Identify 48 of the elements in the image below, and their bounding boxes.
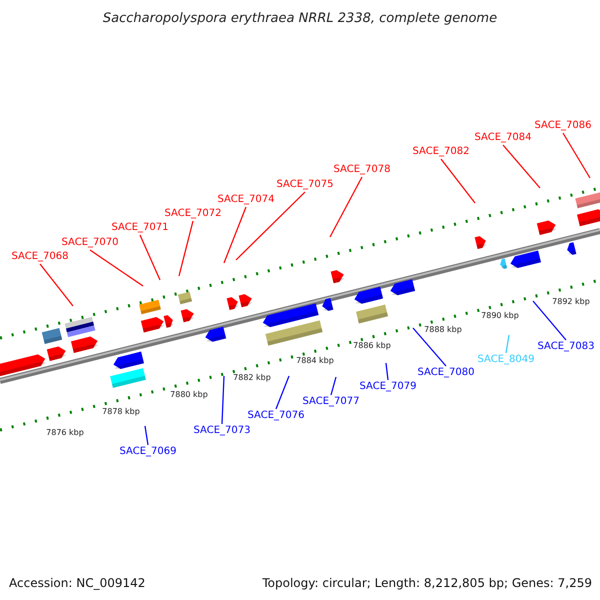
leader-line [139, 234, 161, 280]
leader-line [221, 376, 225, 424]
gene-label: SACE_7068 [12, 251, 68, 263]
gene-label: SACE_7078 [334, 164, 390, 176]
scale-label: 7888 kbp [424, 325, 462, 335]
scale-label: 7890 kbp [481, 311, 519, 321]
leader-line [40, 264, 74, 306]
gene-label: SACE_7073 [194, 425, 250, 437]
leader-line [505, 334, 510, 354]
scale-label: 7884 kbp [296, 356, 334, 366]
leader-line [329, 176, 363, 238]
leader-line [330, 376, 337, 396]
scale-label: 7892 kbp [552, 297, 590, 307]
leader-line [502, 144, 540, 188]
gene-label: SACE_7071 [112, 222, 168, 234]
scale-label: 7886 kbp [353, 341, 391, 351]
scale-label: 7876 kbp [46, 428, 84, 438]
title: Saccharopolyspora erythraea NRRL 2338, complete genome [102, 10, 498, 28]
genome-stats-text: Topology: circular; Length: 8,212,805 bp; Genes: 7,259 [262, 575, 592, 592]
gene-label: SACE_7076 [248, 410, 304, 422]
leader-line [236, 192, 306, 260]
leader-line [412, 328, 446, 366]
leader-line [440, 158, 476, 204]
leader-line [178, 220, 194, 276]
leader-line [532, 300, 566, 340]
gene-label: SACE_7070 [62, 237, 118, 249]
gene-label: SACE_7083 [538, 341, 594, 353]
leader-line [562, 132, 591, 178]
scale-label: 7880 kbp [170, 390, 208, 400]
gene-label: SACE_7086 [534, 120, 592, 132]
gene-label: SACE_7080 [418, 367, 474, 379]
gene-label: SACE_7084 [474, 132, 532, 144]
leader-line [144, 426, 149, 446]
gene-label: SACE_7074 [218, 194, 274, 206]
gene-label: SACE_8049 [478, 354, 534, 366]
gene-label: SACE_7077 [302, 396, 360, 408]
scale-label: 7878 kbp [102, 407, 140, 417]
gene-label: SACE_7079 [360, 381, 416, 393]
gene-label: SACE_7072 [164, 208, 222, 220]
leader-line [275, 376, 290, 410]
gene-label: SACE_7082 [412, 146, 470, 158]
scale-label: 7882 kbp [233, 373, 271, 383]
gene-label: SACE_7075 [276, 179, 334, 191]
leader-line [385, 362, 389, 380]
accession-text: Accession: NC_009142 [9, 575, 146, 592]
leader-line [90, 250, 144, 286]
gene-label: SACE_7069 [120, 446, 176, 458]
leader-line [223, 206, 247, 264]
